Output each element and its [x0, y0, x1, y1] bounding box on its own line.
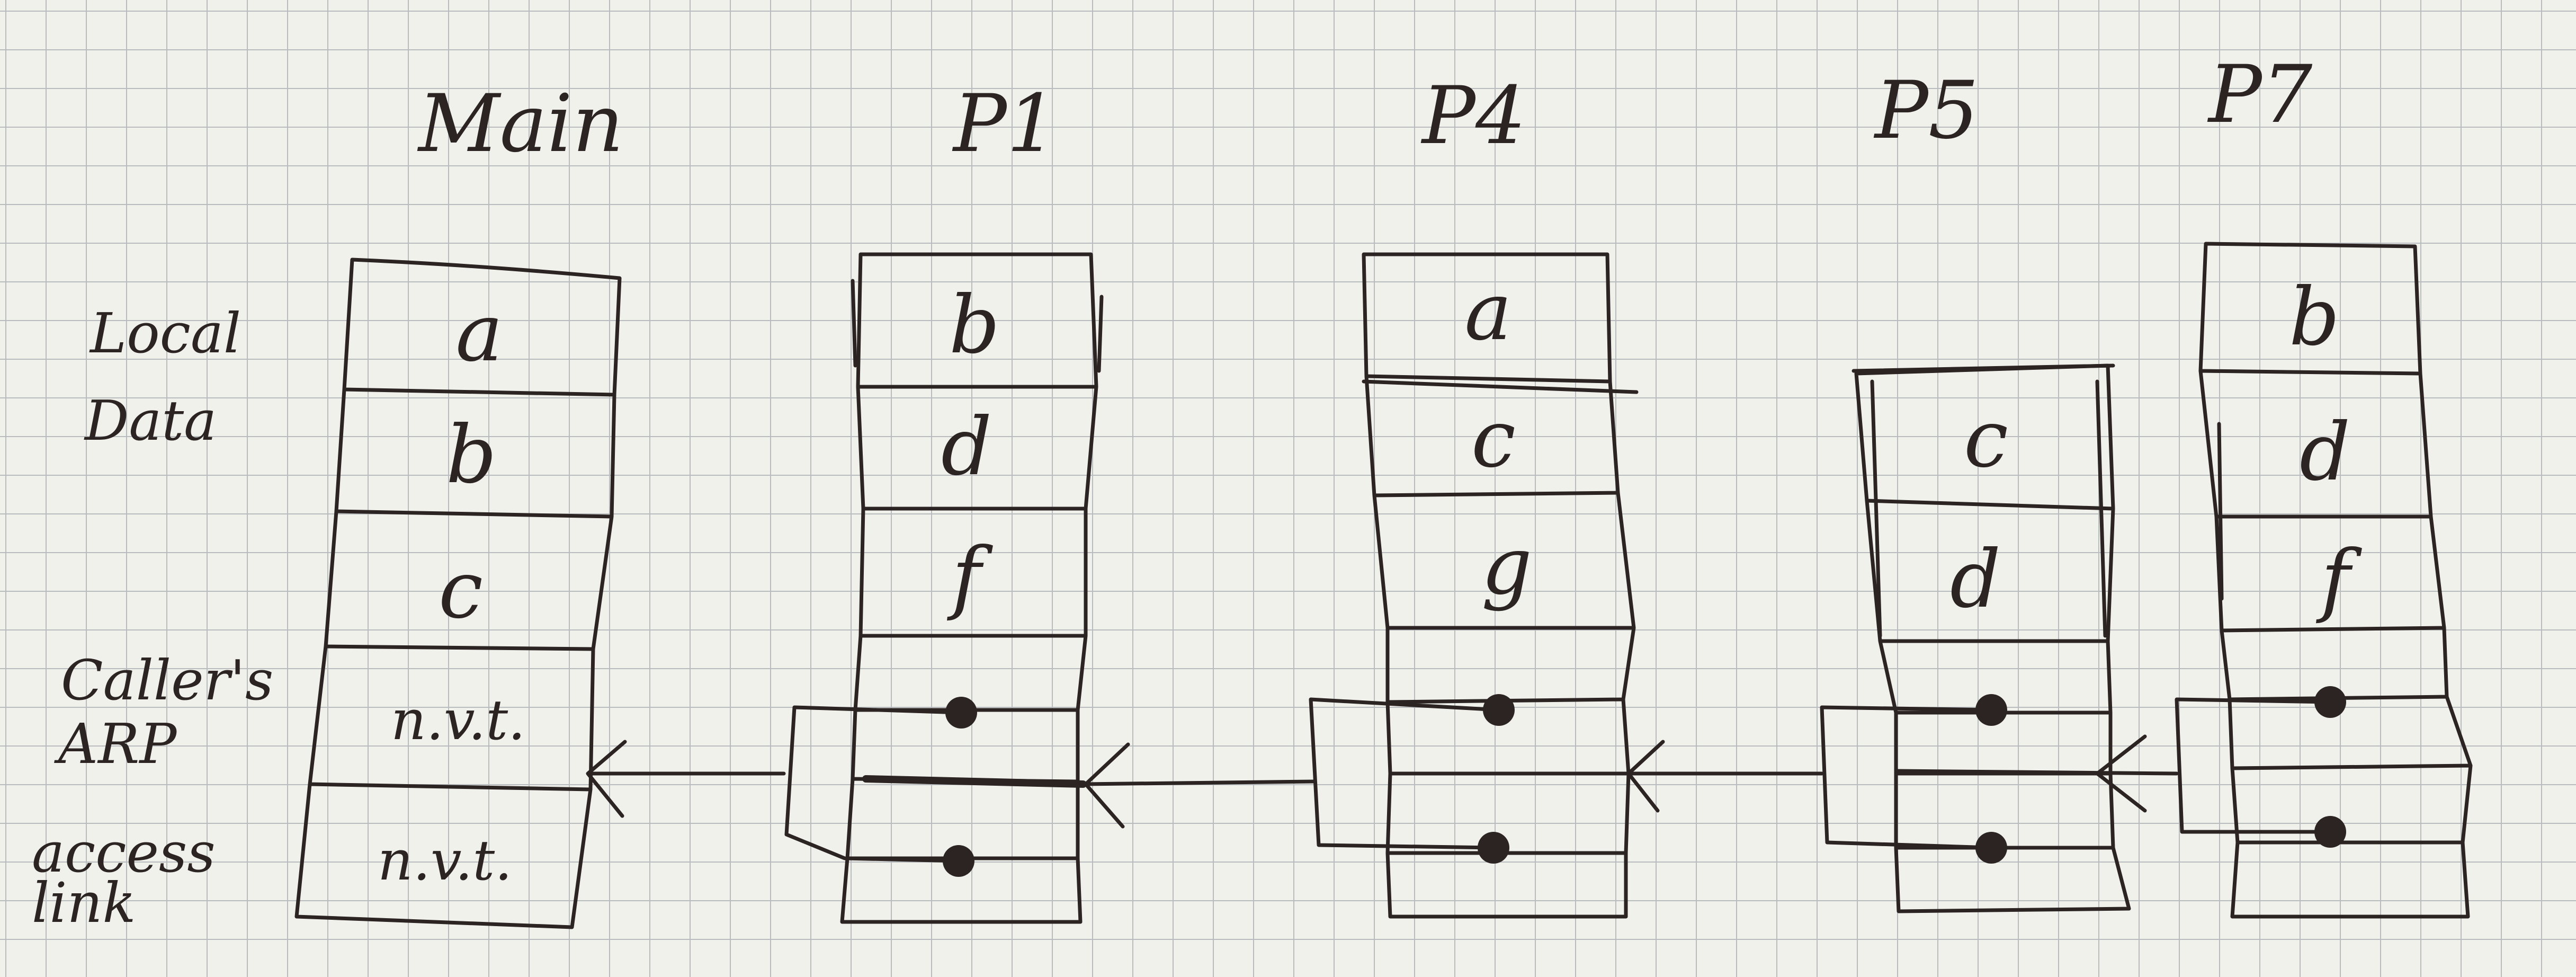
main-cell-5: n.v.t.	[378, 828, 512, 893]
frame-main: a b c n.v.t. n.v.t.	[294, 257, 622, 929]
label-data: Data	[84, 388, 217, 453]
arrowhead-main	[586, 740, 627, 818]
label-arp: ARP	[54, 712, 177, 776]
p1-cell-2: d	[941, 401, 992, 493]
p7-cell-3: f	[2315, 534, 2362, 626]
label-access: access	[32, 820, 216, 885]
frame-p5: c d	[1820, 363, 2131, 913]
p4-cell-2: c	[1471, 393, 1516, 485]
p5-cell-2: d	[1950, 534, 2001, 626]
p4-cell-3: g	[1481, 520, 1532, 612]
p5-cell-1: c	[1964, 393, 2008, 485]
title-p1: P1	[952, 78, 1057, 170]
p1-cell-1: b	[949, 279, 1000, 371]
title-p7: P7	[2207, 49, 2313, 141]
title-p5: P5	[1873, 65, 1979, 157]
arrowhead-p4	[1626, 740, 1665, 813]
frame-p4: a c g	[1309, 252, 1639, 919]
title-p4: P4	[1420, 70, 1526, 162]
arrowhead-p1	[1084, 742, 1130, 829]
label-callers: Caller's	[61, 648, 273, 713]
p7-cell-1: b	[2289, 271, 2340, 363]
p7-cell-2: d	[2300, 406, 2350, 499]
main-cell-3: c	[439, 544, 483, 636]
frame-p7: b d f	[2175, 242, 2473, 919]
frame-p1: b d f	[784, 252, 1104, 924]
main-cell-1: a	[455, 287, 503, 379]
label-local: Local	[89, 301, 241, 366]
p4-cell-1: a	[1464, 266, 1511, 358]
link-arrows	[586, 734, 2179, 829]
main-cell-4: n.v.t.	[391, 688, 525, 752]
arrow-p7-to-p5	[1894, 769, 2179, 776]
label-link: link	[32, 871, 136, 935]
arrow-p4-to-p1	[1081, 779, 1316, 786]
title-main: Main	[417, 78, 624, 170]
arrowhead-p5	[2095, 734, 2147, 813]
main-cell-2: b	[446, 409, 497, 501]
p1-cell-3: f	[946, 531, 993, 623]
